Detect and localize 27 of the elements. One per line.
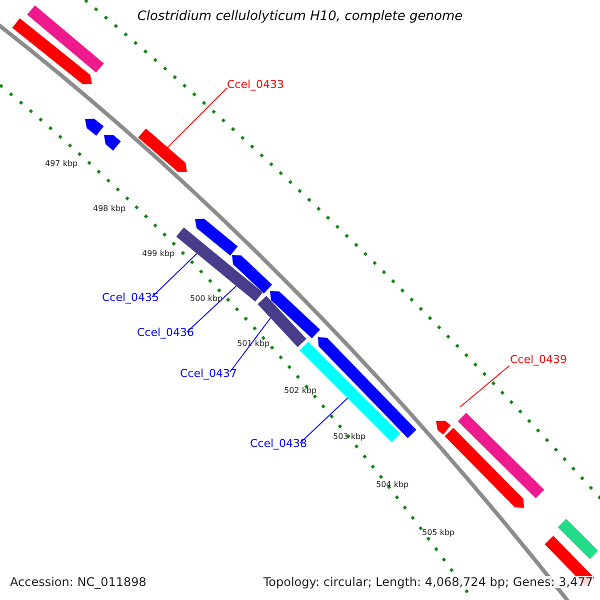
leader-line bbox=[300, 398, 348, 444]
leader-line bbox=[230, 318, 271, 372]
gene-label: Ccel_0438 bbox=[250, 438, 308, 449]
gene-bar bbox=[138, 128, 187, 172]
gene-bar bbox=[258, 296, 306, 348]
gene-bar bbox=[458, 412, 544, 498]
genome-summary-text: Topology: circular; Length: 4,068,724 bp; Genes: 3,477 bbox=[263, 576, 593, 588]
leader-line bbox=[167, 88, 228, 148]
gene-label: Ccel_0439 bbox=[510, 354, 568, 365]
gene-bar bbox=[176, 227, 263, 302]
accession-text: Accession: NC_011898 bbox=[10, 576, 146, 588]
position-label: 505 kbp bbox=[422, 529, 455, 537]
leader-line bbox=[186, 286, 237, 332]
position-label: 498 kbp bbox=[93, 205, 126, 213]
position-label: 502 kbp bbox=[284, 387, 317, 395]
position-label: 501 kbp bbox=[237, 340, 270, 348]
leader-line bbox=[460, 366, 510, 408]
gene-label: Ccel_0435 bbox=[102, 292, 160, 303]
position-label: 500 kbp bbox=[190, 295, 223, 303]
position-label: 504 kbp bbox=[376, 481, 409, 489]
gene-label: Ccel_0436 bbox=[137, 327, 194, 338]
position-label: 497 kbp bbox=[45, 160, 78, 168]
leader-line bbox=[152, 253, 198, 298]
gene-label: Ccel_0433 bbox=[227, 79, 284, 90]
position-label: 503 kbp bbox=[333, 433, 366, 441]
gene-label: Ccel_0437 bbox=[180, 368, 238, 379]
title: Clostridium cellulolyticum H10, complete genome bbox=[136, 10, 464, 23]
